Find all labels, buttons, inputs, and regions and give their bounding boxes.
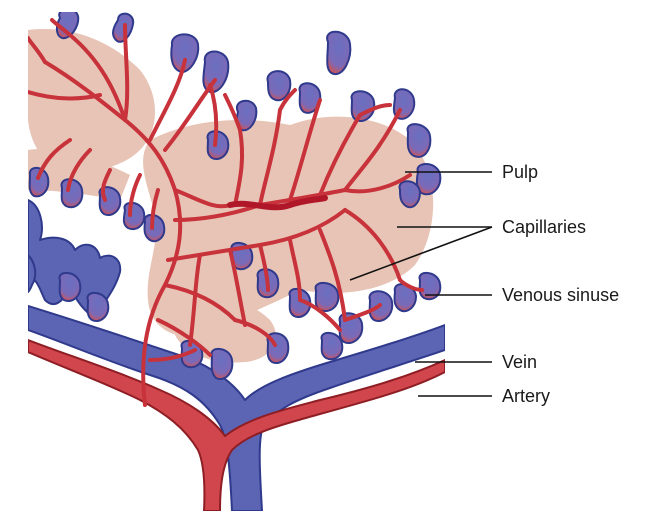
label-artery: Artery bbox=[502, 386, 550, 406]
label-vein: Vein bbox=[502, 352, 537, 372]
leader-lines bbox=[349, 171, 493, 397]
central-capillary bbox=[227, 195, 328, 211]
venous-sinus-tips bbox=[28, 12, 442, 380]
label-pulp: Pulp bbox=[502, 162, 538, 182]
capillary-network bbox=[28, 18, 424, 407]
label-venous-sinuse: Venous sinuse bbox=[502, 285, 619, 305]
label-capillaries: Capillaries bbox=[502, 217, 586, 237]
artery bbox=[28, 339, 445, 511]
